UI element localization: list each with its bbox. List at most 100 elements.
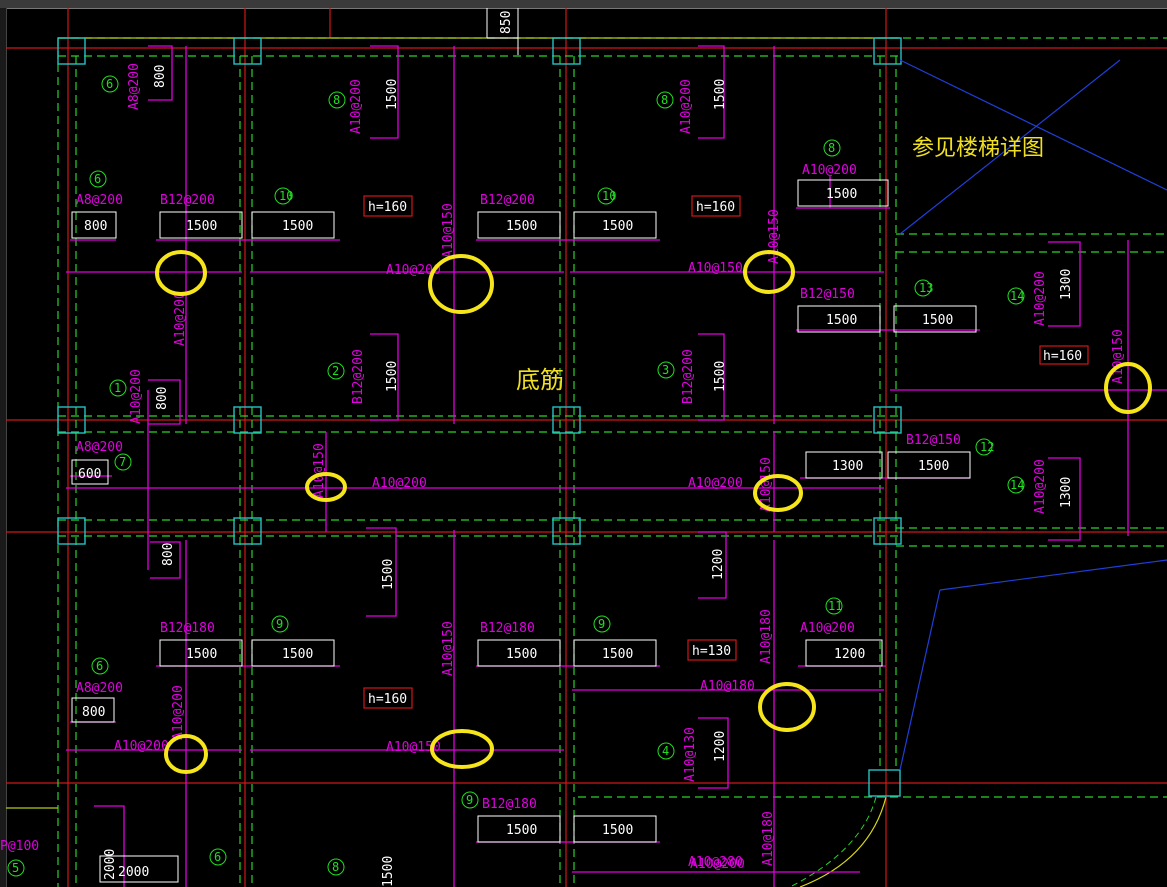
viewport-left-bar [0, 8, 7, 887]
dimension-value: 1500 [713, 79, 728, 110]
bar-mark: 6 [94, 172, 101, 186]
dimension-value: 1300 [1059, 269, 1074, 300]
highlight-ellipse [164, 734, 208, 774]
dimension-value: 800 [84, 219, 107, 234]
highlight-ellipse [758, 682, 816, 732]
rebar-label: A10@200 [1033, 271, 1048, 326]
highlight-ellipse [743, 250, 795, 294]
bar-mark: 13 [919, 281, 933, 295]
rebar-label: A8@200 [76, 193, 123, 208]
dimension-value: 1500 [918, 459, 949, 474]
beam-outline-solid [6, 37, 900, 809]
dimension-value: 800 [161, 543, 176, 566]
slab-thickness-label: h=160 [1043, 349, 1082, 364]
rebar-label: A10@150 [1111, 329, 1126, 384]
bar-mark: 6 [214, 850, 221, 864]
stair-arc [799, 796, 887, 887]
top-dimension-text: 850 [499, 11, 514, 34]
bar-mark: 8 [828, 141, 835, 155]
rebar-label: A8@200 [76, 681, 123, 696]
rebar-label: A10@280 [688, 855, 743, 870]
rebar-label: A10@200 [386, 263, 441, 278]
dimension-value: 1500 [826, 187, 857, 202]
dimension-value: 1500 [602, 823, 633, 838]
rebar-label: B12@180 [480, 621, 535, 636]
bar-mark: 6 [106, 77, 113, 91]
rebar-label: B12@200 [160, 193, 215, 208]
rebar-label: A10@200 [690, 857, 745, 872]
dimension-value: 1500 [713, 361, 728, 392]
stair-detail-note: 参见楼梯详图 [912, 136, 1044, 161]
dimension-value-labels: 800 1500 1500 800 1500 1500 1500 1500 1500 1500 15… [78, 65, 1074, 887]
beam-centerlines [6, 8, 1167, 887]
rebar-label: A10@150 [759, 457, 774, 512]
dimension-value: 1500 [602, 647, 633, 662]
rebar-label: A10@200 [679, 79, 694, 134]
rebar-label: B12@180 [160, 621, 215, 636]
dimension-value: 1500 [381, 856, 396, 887]
highlight-ellipse [305, 472, 347, 502]
dimension-value: 800 [153, 65, 168, 88]
rebar-label: A10@200 [372, 476, 427, 491]
rebar-label: A10@200 [688, 476, 743, 491]
dimension-value: 800 [155, 387, 170, 410]
dimension-value: 1500 [506, 823, 537, 838]
rebar-label: B12@200 [681, 349, 696, 404]
rebar-label: A10@180 [761, 811, 776, 866]
bar-mark: 14 [1010, 289, 1024, 303]
dimension-value: 1500 [282, 647, 313, 662]
highlight-ellipse [430, 729, 494, 769]
dimension-value: 600 [78, 467, 101, 482]
rebar-label: A10@200 [129, 369, 144, 424]
rebar-label: B12@180 [482, 797, 537, 812]
bar-mark: 3 [662, 363, 669, 377]
dimension-value: 2000 [103, 849, 118, 880]
rebar-label: B12@200 [480, 193, 535, 208]
bar-mark: 8 [661, 93, 668, 107]
highlight-ellipse [1104, 362, 1152, 414]
beam-outlines [57, 37, 1167, 887]
dimension-value: 1500 [506, 219, 537, 234]
rebar-label: A8@200 [127, 63, 142, 110]
bar-mark: 10 [602, 189, 616, 203]
dimension-value: 1500 [385, 361, 400, 392]
rebar-label: A10@150 [441, 621, 456, 676]
dimension-value: 1500 [282, 219, 313, 234]
dimension-value: 1300 [1059, 477, 1074, 508]
bar-mark: 11 [828, 599, 842, 613]
rebar-label: A10@200 [1033, 459, 1048, 514]
dimension-value: 1200 [711, 549, 726, 580]
columns [57, 37, 902, 797]
bar-mark: 2 [332, 364, 339, 378]
dimension-value: 1500 [186, 219, 217, 234]
rebar-label: A10@200 [802, 163, 857, 178]
dimension-value: 1500 [826, 313, 857, 328]
bar-mark: 8 [332, 860, 339, 874]
bottom-rebar-title: 底筋 [516, 366, 564, 394]
bar-mark-circles [7, 75, 1025, 877]
rebar-label: A10@180 [759, 609, 774, 664]
rebar-lines [66, 45, 1167, 887]
highlight-ellipse [753, 474, 803, 512]
rebar-label: A10@200 [800, 621, 855, 636]
slab-thickness-label: h=160 [368, 200, 407, 215]
dimension-value: 1500 [186, 647, 217, 662]
rebar-label: A10@150 [312, 443, 327, 498]
dimension-value: 1500 [385, 79, 400, 110]
bar-mark: 10 [279, 189, 293, 203]
dimension-value: 1500 [602, 219, 633, 234]
highlight-ellipses [155, 250, 1152, 774]
slab-thickness-label: h=160 [368, 692, 407, 707]
rebar-label: A10@200 [173, 291, 188, 346]
bar-mark: 1 [114, 381, 121, 395]
dimension-value: 1500 [922, 313, 953, 328]
dimension-value: 1200 [713, 731, 728, 762]
bar-mark: 14 [1010, 478, 1024, 492]
bar-mark: 8 [333, 93, 340, 107]
rebar-label: A10@150 [386, 740, 441, 755]
dimension-boxes [71, 179, 977, 883]
bar-mark: 9 [598, 617, 605, 631]
